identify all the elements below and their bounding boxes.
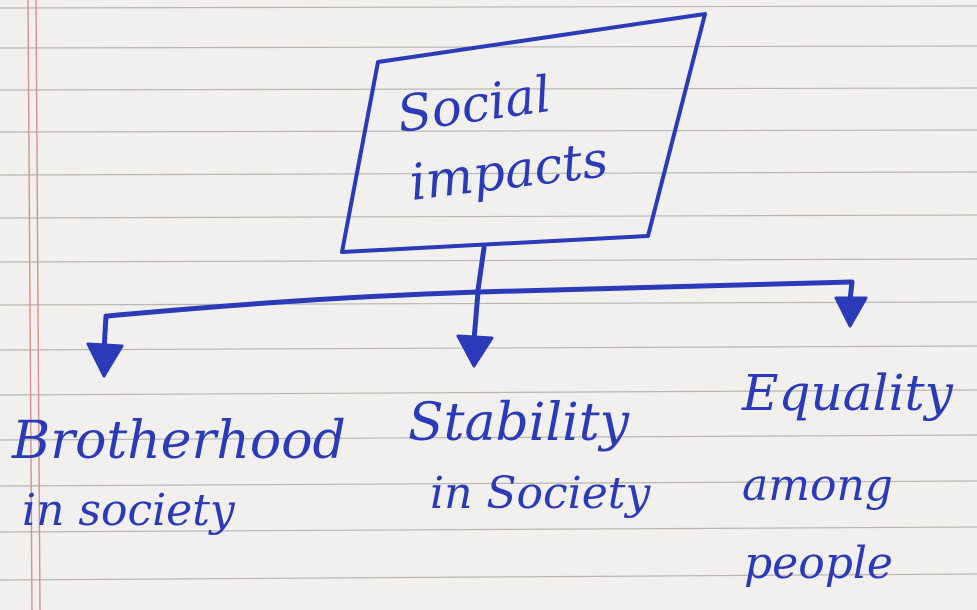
child-3-line2: among [742, 460, 893, 511]
arrowhead-right [834, 296, 868, 328]
child-node-brotherhood: Brotherhood in society [11, 411, 346, 536]
arrowhead-middle [456, 334, 494, 368]
arrowhead-left [86, 342, 124, 378]
connectors [86, 245, 868, 378]
child-1-line1: Brotherhood [11, 411, 346, 471]
child-node-stability: Stability in Society [408, 393, 651, 519]
stem-line [475, 245, 487, 293]
child-node-equality: Equality among people [741, 364, 954, 589]
root-label-line2: impacts [406, 130, 611, 212]
root-box [340, 12, 707, 254]
child-2-line2: in Society [430, 468, 651, 519]
child-2-line1: Stability [408, 393, 630, 453]
ruled-lines [0, 5, 977, 581]
branch-drop-middle [471, 289, 481, 343]
margin-lines [27, 0, 41, 610]
child-3-line1: Equality [741, 364, 954, 422]
root-label-line1: Social [394, 65, 555, 144]
child-1-line2: in society [22, 485, 236, 536]
child-3-line3: people [744, 538, 893, 589]
